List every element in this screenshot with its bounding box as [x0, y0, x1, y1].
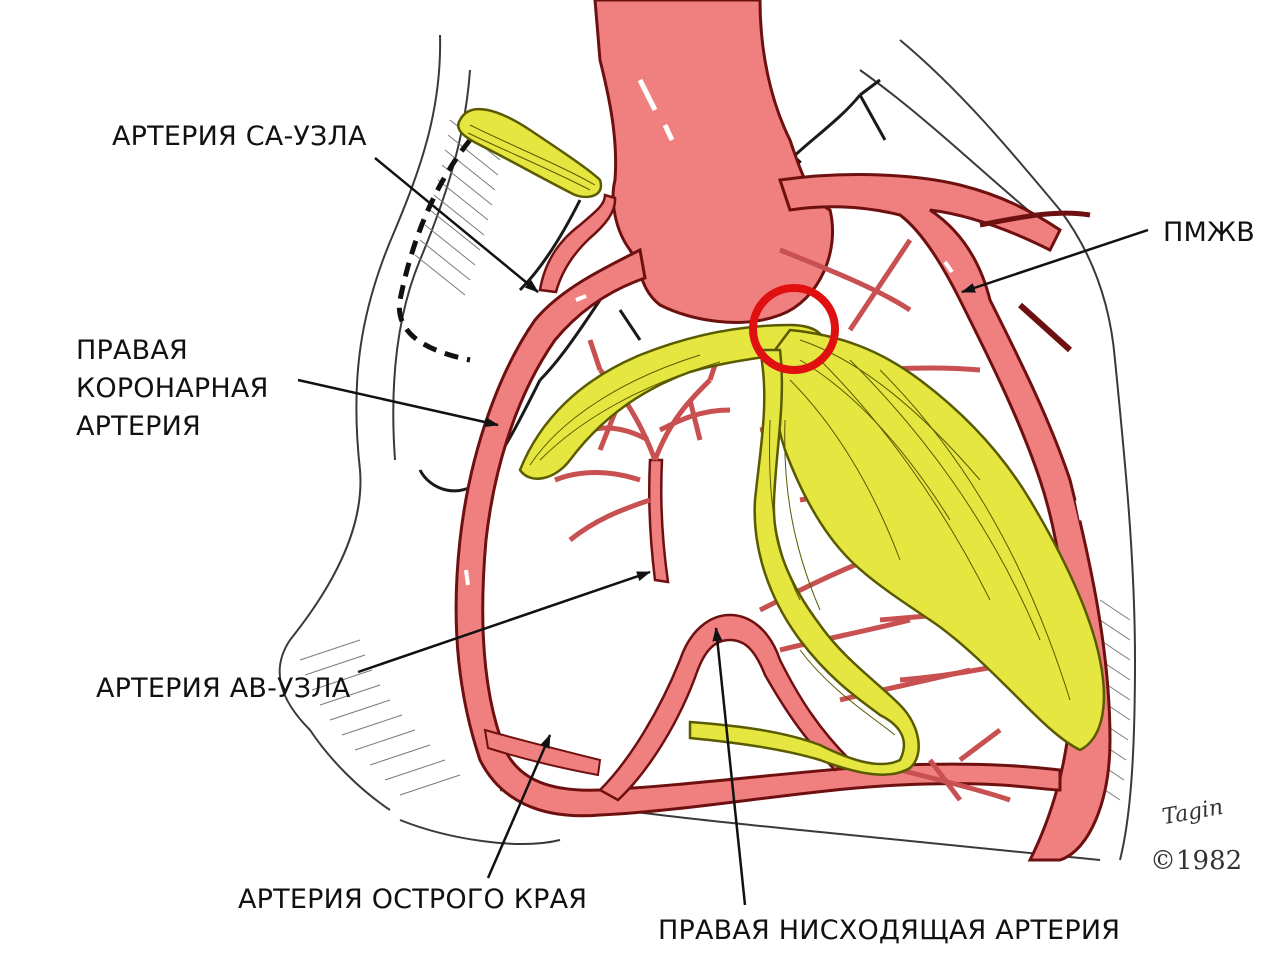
- sa-node-artery-vessel: [538, 193, 617, 294]
- leader-sa-node-artery: [374, 157, 539, 293]
- copyright-text: ©1982: [1150, 846, 1243, 876]
- label-right-coronary-artery-line3: АРТЕРИЯ: [76, 411, 201, 442]
- aorta: [593, 0, 835, 324]
- left-bundle-branches: [771, 328, 1106, 752]
- label-sa-node-artery: АРТЕРИЯ СА-УЗЛА: [112, 121, 367, 152]
- label-right-coronary-artery-line2: КОРОНАРНАЯ: [76, 373, 269, 404]
- leader-right-coronary-artery: [297, 378, 499, 428]
- right-bundle-branch: [688, 348, 920, 776]
- leader-av-node-artery: [357, 570, 651, 674]
- highlight-circle: [749, 284, 839, 374]
- label-av-node-artery: АРТЕРИЯ АВ-УЗЛА: [96, 673, 351, 704]
- label-pmzhv: ПМЖВ: [1163, 217, 1256, 248]
- label-right-descending-artery: ПРАВАЯ НИСХОДЯЩАЯ АРТЕРИЯ: [658, 915, 1121, 946]
- leader-right-descending-artery: [712, 627, 747, 906]
- right-coronary-artery: [454, 247, 1062, 818]
- label-right-coronary-artery-line1: ПРАВАЯ: [76, 335, 189, 366]
- conduction-fiber-texture: [467, 124, 1071, 736]
- left-shading-hatch: [299, 119, 501, 796]
- leader-pmzhv: [961, 228, 1149, 294]
- label-acute-marginal-artery: АРТЕРИЯ ОСТРОГО КРАЯ: [238, 884, 588, 915]
- left-anterior-descending-artery: [778, 173, 1112, 862]
- leader-acute-marginal-artery: [486, 734, 552, 879]
- leader-lines: [297, 157, 1149, 906]
